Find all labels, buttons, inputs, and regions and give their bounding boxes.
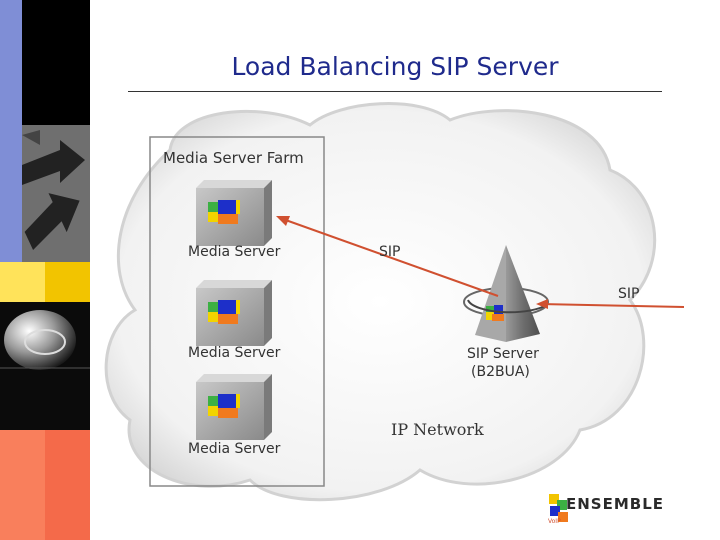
- sip-external-arrowhead: [536, 299, 548, 309]
- sidebar-arrows-image: [0, 125, 90, 262]
- media-server-3-icon: [196, 374, 272, 440]
- ip-network-label: IP Network: [391, 420, 484, 439]
- sidebar-black-top: [0, 0, 90, 125]
- sip-link-media-line: [279, 217, 499, 297]
- media-server-1-icon: [196, 180, 272, 246]
- media-server-farm-box: [149, 136, 325, 487]
- media-server-1-label: Media Server: [188, 244, 281, 260]
- sip-server-label: SIP Server: [467, 346, 539, 362]
- sidebar-blue-strip-2: [0, 125, 22, 262]
- sip-left-label: SIP: [379, 244, 401, 260]
- logo-mark-icon: [549, 494, 568, 522]
- media-server-2-label: Media Server: [188, 345, 281, 361]
- sip-link-arrowhead: [276, 216, 290, 226]
- ensemble-logo: ENSEMBLE VoIP: [546, 488, 676, 528]
- sidebar-blue-strip: [0, 0, 22, 125]
- title-divider: [128, 91, 662, 92]
- sip-server-sublabel: (B2BUA): [471, 364, 530, 380]
- sphere-icon: [0, 310, 90, 370]
- sidebar-sphere-image: [0, 302, 90, 430]
- logo-small-text: VoIP: [548, 518, 561, 525]
- media-server-2-icon: [196, 280, 272, 346]
- sidebar-yellow-dark: [45, 262, 90, 302]
- logo-wordmark: ENSEMBLE: [566, 495, 665, 513]
- sip-right-label: SIP: [618, 286, 640, 302]
- sidebar-orange-block: [0, 430, 90, 540]
- sidebar-yellow-block: [0, 262, 90, 302]
- page-title: Load Balancing SIP Server: [231, 52, 559, 81]
- media-server-3-label: Media Server: [188, 441, 281, 457]
- sidebar-orange-dark: [45, 430, 90, 540]
- media-server-farm-label: Media Server Farm: [163, 149, 304, 167]
- arrows-icon: [22, 130, 85, 250]
- sip-link-external-line: [539, 303, 685, 308]
- decorative-sidebar: [0, 0, 90, 540]
